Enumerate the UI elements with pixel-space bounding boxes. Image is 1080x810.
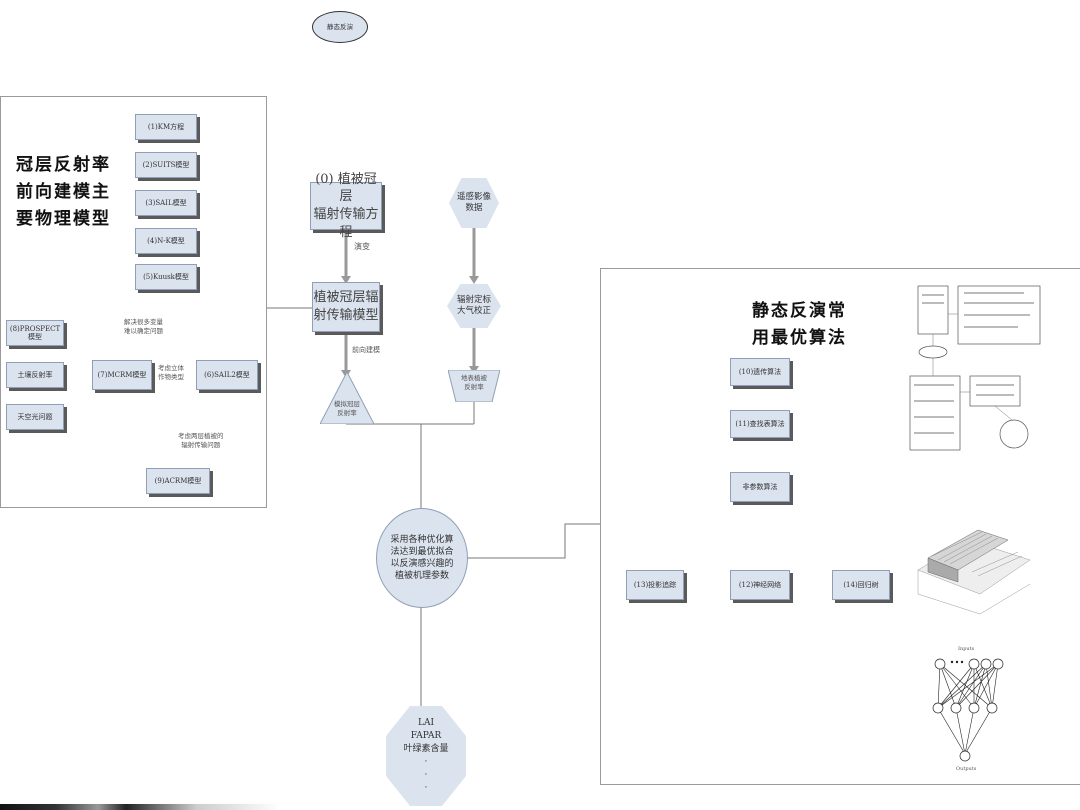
projection-pursuit[interactable]: (13)投影追踪 — [626, 570, 684, 600]
soil-reflectance[interactable]: 土壤反射率 — [6, 362, 64, 388]
surface-reflectance[interactable]: 地表植被 反射率 — [448, 370, 500, 402]
left-panel — [0, 96, 267, 508]
model-prospect[interactable]: (8)PROSPECT模型 — [6, 320, 64, 346]
model-suits[interactable]: (2)SUITS模型 — [135, 152, 197, 178]
right-panel — [600, 268, 1080, 785]
model-nk[interactable]: (4)N-K模型 — [135, 228, 197, 254]
rs-image-data[interactable]: 遥感影像 数据 — [449, 178, 499, 228]
genetic-algorithm[interactable]: (10)遗传算法 — [730, 358, 790, 386]
note-3d-crop: 考虑立体 作物类型 — [158, 364, 184, 381]
optimization-circle[interactable]: 采用各种优化算 法达到最优拟合 以反演感兴趣的 植被机理参数 — [376, 508, 468, 608]
label-evolve: 演变 — [354, 242, 370, 251]
simulated-reflectance[interactable]: 模拟冠层 反射率 — [320, 372, 374, 424]
regression-surface-thumbnail — [917, 529, 1031, 615]
lookup-table[interactable]: (11)查找表算法 — [730, 410, 790, 438]
model-km[interactable]: (1)KM方程 — [135, 114, 197, 140]
label-forward: 前向建模 — [352, 346, 380, 354]
skylight[interactable]: 天空光问题 — [6, 404, 64, 430]
note-two-layer: 考虑两层植被的 辐射传输问题 — [178, 432, 224, 449]
nn-inputs-label: Inputs — [958, 646, 975, 652]
model-kuusk[interactable]: (5)Kuusk模型 — [135, 264, 197, 290]
left-panel-title: 冠层反射率 前向建模主 要物理模型 — [16, 155, 111, 230]
nn-outputs-label: Outputs — [956, 766, 977, 772]
right-panel-title: 静态反演常 用最优算法 — [752, 301, 847, 349]
note-multivariable: 解决很多变量 难以确定问题 — [124, 318, 163, 335]
regression-tree[interactable]: (14)回归树 — [832, 570, 890, 600]
bottom-strip — [0, 804, 280, 810]
rt-equation[interactable]: (0) 植被冠层 辐射传输方程 — [310, 172, 382, 240]
model-sail2[interactable]: (6)SAIL2模型 — [196, 360, 258, 390]
trapezoid-shape — [448, 370, 500, 402]
model-acrm[interactable]: (9)ACRM模型 — [146, 468, 210, 494]
model-sail[interactable]: (3)SAIL模型 — [135, 190, 197, 216]
neural-network[interactable]: (12)神经网络 — [730, 570, 790, 600]
neural-network-thumbnail — [932, 658, 1004, 762]
nonparametric[interactable]: 非参数算法 — [730, 472, 790, 502]
triangle-shape — [320, 372, 374, 424]
top-badge: 静态反演 — [312, 11, 368, 43]
radiometric-correction[interactable]: 辐射定标 大气校正 — [447, 284, 501, 328]
rt-model[interactable]: 植被冠层辐 射传输模型 — [312, 282, 380, 332]
model-mcrm[interactable]: (7)MCRM模型 — [92, 360, 152, 390]
output-parameters[interactable]: LAI FAPAR 叶绿素含量 · · · — [386, 706, 466, 806]
lut-flowchart-thumbnail — [909, 285, 1041, 451]
